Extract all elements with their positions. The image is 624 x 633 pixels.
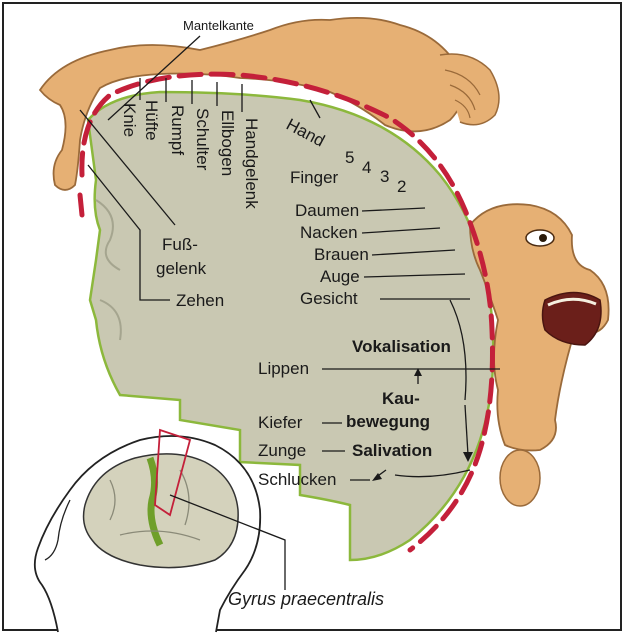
label-bewegung: bewegung bbox=[346, 412, 430, 431]
label-zunge: Zunge bbox=[258, 441, 306, 460]
label-huefte: Hüfte bbox=[142, 100, 161, 141]
label-gelenk: gelenk bbox=[156, 259, 207, 278]
label-brauen: Brauen bbox=[314, 245, 369, 264]
label-finger-2: 2 bbox=[397, 177, 406, 196]
label-gyrus-praecentralis: Gyrus praecentralis bbox=[228, 589, 384, 609]
label-daumen: Daumen bbox=[295, 201, 359, 220]
pupil bbox=[539, 234, 547, 242]
label-finger: Finger bbox=[290, 168, 339, 187]
label-knie: Knie bbox=[120, 103, 139, 137]
label-fuss: Fuß- bbox=[162, 235, 198, 254]
label-vokalisation: Vokalisation bbox=[352, 337, 451, 356]
label-finger-3: 3 bbox=[380, 167, 389, 186]
label-rumpf: Rumpf bbox=[168, 105, 187, 155]
label-handgelenk: Handgelenk bbox=[242, 118, 261, 209]
label-kau: Kau- bbox=[382, 389, 420, 408]
label-finger-5: 5 bbox=[345, 148, 354, 167]
label-kiefer: Kiefer bbox=[258, 413, 303, 432]
label-nacken: Nacken bbox=[300, 223, 358, 242]
label-ellbogen: Ellbogen bbox=[218, 110, 237, 176]
label-salivation: Salivation bbox=[352, 441, 432, 460]
label-gesicht: Gesicht bbox=[300, 289, 358, 308]
label-finger-4: 4 bbox=[362, 158, 371, 177]
label-schulter: Schulter bbox=[193, 108, 212, 171]
label-mantelkante: Mantelkante bbox=[183, 18, 254, 33]
label-zehen: Zehen bbox=[176, 291, 224, 310]
label-schlucken: Schlucken bbox=[258, 470, 336, 489]
homunculus-tongue bbox=[500, 450, 540, 506]
dashed-boundary-end bbox=[80, 195, 82, 215]
label-auge: Auge bbox=[320, 267, 360, 286]
label-lippen: Lippen bbox=[258, 359, 309, 378]
